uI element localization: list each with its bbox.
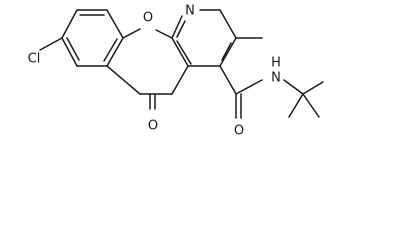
molecule-structure: O N Cl O O N H [28,4,324,139]
benzene-ring [61,9,124,67]
amide-nitrogen-label: N [271,71,281,86]
ketone-oxygen-label: O [148,119,158,134]
amide-group [219,65,304,119]
pyridine-ring [171,9,237,67]
chloro-bond [39,37,63,51]
ketone-bond [149,93,156,110]
amide-hydrogen-label: H [271,56,281,71]
tert-butyl-group [288,81,324,118]
chlorine-label: Cl [28,52,41,67]
ring-oxygen-label: O [143,11,153,26]
amide-oxygen-label: O [234,124,244,139]
ring-nitrogen-label: N [185,4,195,19]
pyranone-ring [106,28,192,95]
